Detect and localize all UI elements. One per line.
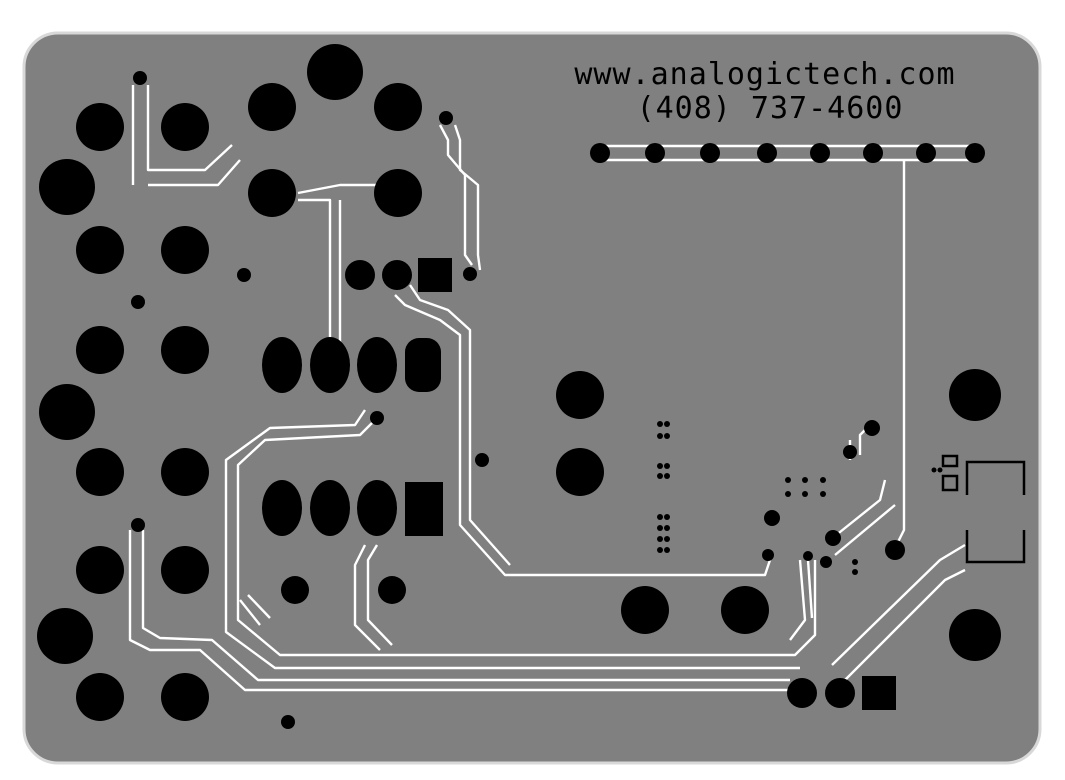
silkscreen-phone: (408) 737-4600 <box>637 91 904 126</box>
traces <box>128 85 975 692</box>
silkscreen-website: www.analogictech.com <box>574 57 955 92</box>
pads <box>37 44 1001 729</box>
component-outline <box>941 454 1026 564</box>
